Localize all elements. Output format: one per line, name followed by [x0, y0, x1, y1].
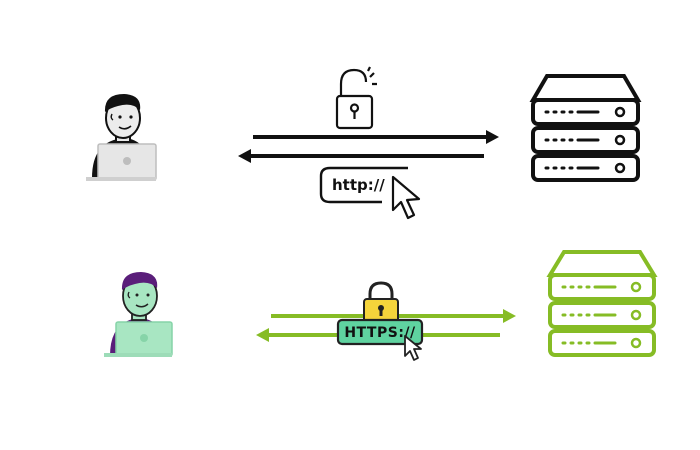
http-url-label: http:// — [332, 176, 385, 194]
secure-server-icon — [546, 250, 658, 357]
secure-cursor-icon — [404, 335, 422, 361]
http-url-box: http:// — [319, 166, 408, 204]
http-request-arrow — [253, 130, 499, 144]
server-icon — [529, 74, 642, 182]
closed-padlock-icon — [363, 281, 399, 324]
http-response-arrow — [238, 149, 484, 163]
cursor-icon — [391, 175, 421, 220]
https-url-label: HTTPS:// — [344, 325, 416, 341]
open-padlock-icon — [335, 66, 377, 130]
secure-user-laptop-icon — [104, 272, 173, 357]
https-url-box: HTTPS:// — [336, 318, 424, 346]
user-laptop-icon — [86, 94, 157, 181]
